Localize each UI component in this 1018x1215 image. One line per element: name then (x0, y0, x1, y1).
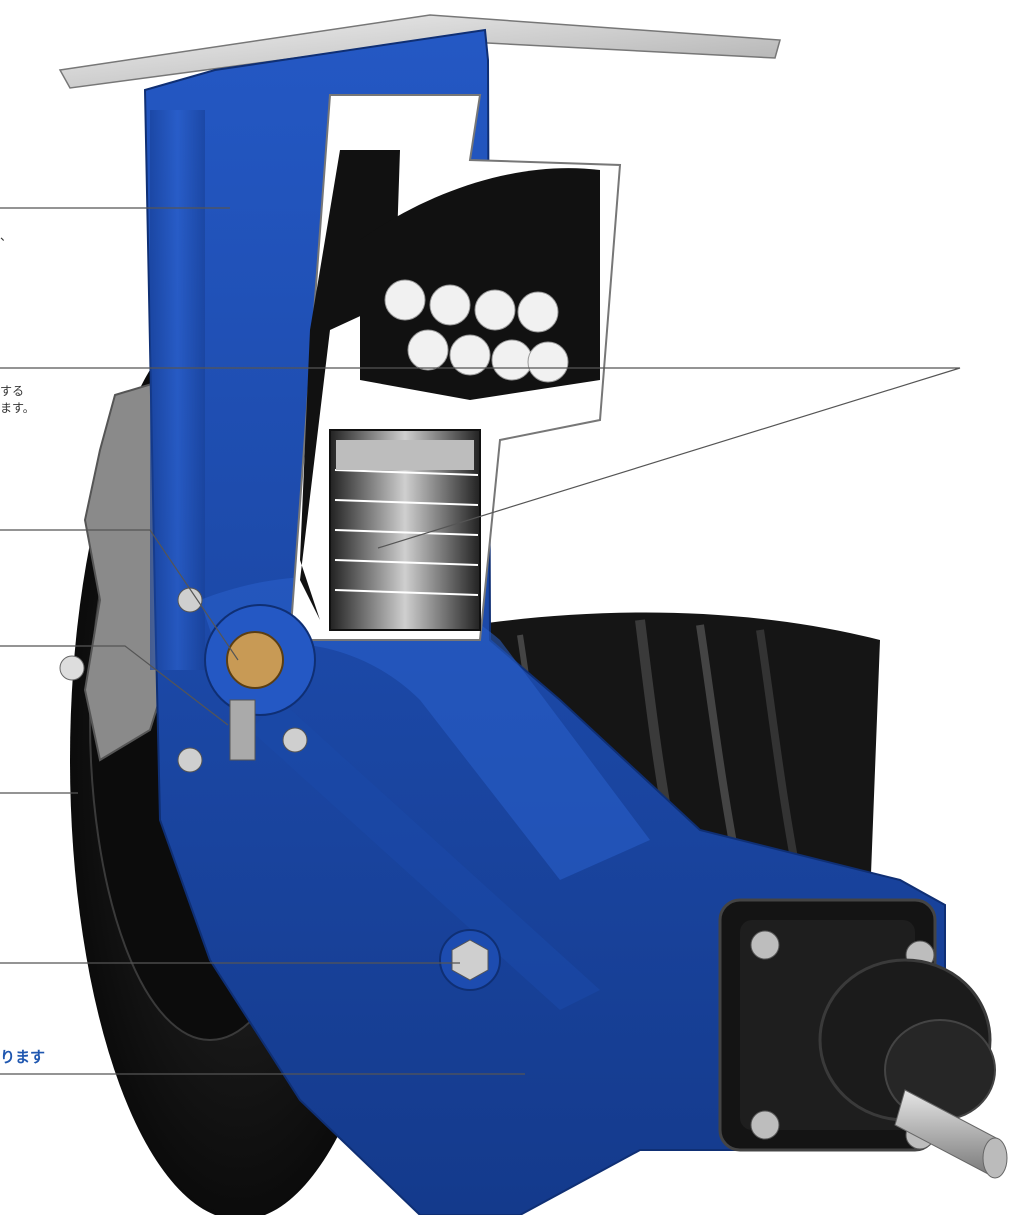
bearing-balls (384, 279, 569, 383)
hub-assembly (177, 587, 316, 773)
callout-lines (0, 207, 961, 1075)
top-plate (58, 14, 781, 89)
callout-label-7: ります (0, 1048, 46, 1066)
callout-label-2-line1: する (0, 384, 25, 398)
callout-label-1: 、 (0, 229, 13, 243)
callout-label-2-line2: ます。 (0, 401, 35, 415)
callout-line-3 (0, 529, 239, 661)
callout-line-2 (0, 367, 961, 549)
callout-line-4 (0, 645, 229, 726)
axle-nut (439, 929, 501, 991)
bracket-and-shaft (718, 898, 1008, 1179)
